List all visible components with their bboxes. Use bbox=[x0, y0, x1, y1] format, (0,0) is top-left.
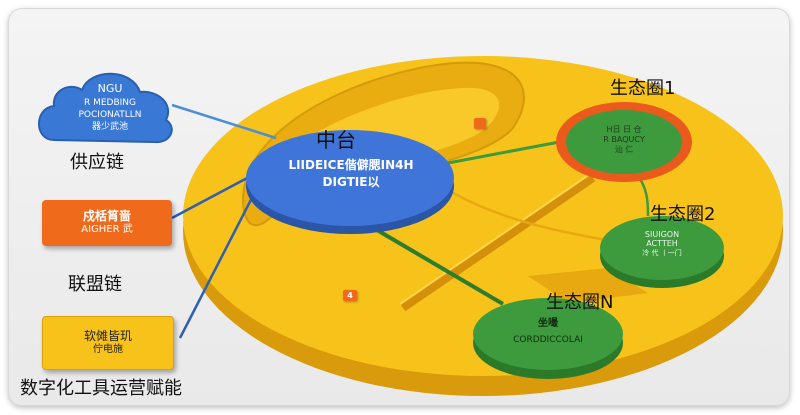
platform-ridge bbox=[400, 174, 596, 312]
eco-1-text: H日 日 仓 R BAQUCY 汕 仁 bbox=[574, 124, 674, 155]
hub-line-1: LIIDEICE偕僻腮IN4H bbox=[288, 158, 414, 172]
supply-chain-cloud bbox=[38, 72, 173, 144]
eco-2-disc bbox=[600, 216, 724, 280]
digital-tools-label: 数字化工具运营赋能 bbox=[20, 378, 182, 399]
supply-chain-cloud-text: NGU R MEDBING POCIONATLLN 器少武池 bbox=[52, 82, 168, 133]
hub-ellipse bbox=[246, 130, 454, 226]
alliance-chain-box: 戍栝筲啬 AIGHER 武 bbox=[42, 200, 172, 246]
diagram-graphic bbox=[38, 56, 783, 396]
eco-2-line-1: SIUIGON bbox=[644, 230, 680, 239]
alliance-chain-box-line-2: AIGHER 武 bbox=[81, 224, 133, 236]
connector-eco-2 bbox=[452, 191, 607, 242]
digital-tools-box-line-1: 软傩皆玑 bbox=[83, 329, 132, 344]
eco-1-label: 生态圈1 bbox=[610, 78, 676, 99]
digital-tools-box-line-2: 佇电施 bbox=[93, 344, 123, 356]
eco-n-disc bbox=[473, 298, 623, 370]
supply-chain-cloud-line-1: NGU bbox=[97, 82, 123, 95]
connector-supply-chain bbox=[171, 103, 277, 140]
connector-eco-1 bbox=[447, 138, 571, 165]
supply-chain-cloud-line-2: R MEDBING bbox=[83, 97, 137, 108]
eco-n-line-1: 坐嘬 bbox=[538, 318, 558, 329]
eco-2-text: SIUIGON ACTTEH 冷 代 丨一门 bbox=[612, 230, 712, 258]
hub-line-2: DIGTIE以 bbox=[322, 175, 380, 189]
eco-1-disc bbox=[566, 110, 682, 174]
eco-n-line-2: CORDDICCOLAI bbox=[513, 335, 583, 345]
platform-ridge-highlight bbox=[399, 173, 591, 305]
supply-chain-cloud-line-3: POCIONATLLN bbox=[78, 109, 142, 120]
eco-1-line-3: 汕 仁 bbox=[614, 145, 634, 154]
eco-2-line-2: ACTTEH bbox=[646, 239, 678, 248]
digital-tools-box: 软傩皆玑 佇电施 bbox=[42, 316, 174, 370]
alliance-chain-box-line-1: 戍栝筲啬 bbox=[82, 209, 131, 224]
eco-1-line-1: H日 日 仓 bbox=[606, 125, 642, 134]
alliance-chain-label: 联盟链 bbox=[68, 274, 122, 295]
platform-marker-4: 4 bbox=[343, 290, 357, 301]
hub-text: LIIDEICE偕僻腮IN4H DIGTIE以 bbox=[246, 156, 456, 190]
diagram-frame: NGU R MEDBING POCIONATLLN 器少武池 供应链 戍栝筲啬 … bbox=[8, 8, 790, 406]
supply-chain-cloud-line-4: 器少武池 bbox=[91, 122, 128, 133]
platform-marker-small bbox=[474, 118, 486, 129]
eco-n-label: 生态圈N bbox=[546, 292, 614, 313]
eco-2-label: 生态圈2 bbox=[650, 204, 716, 225]
eco-n-text: 坐嘬 CORDDICCOLAI bbox=[486, 314, 610, 345]
connector-digital-tools bbox=[178, 185, 260, 339]
eco-1-line-2: R BAQUCY bbox=[603, 135, 645, 144]
hub-title: 中台 bbox=[316, 128, 356, 152]
supply-chain-label: 供应链 bbox=[70, 152, 124, 173]
eco-2-line-3: 冷 代 丨一门 bbox=[642, 249, 682, 257]
